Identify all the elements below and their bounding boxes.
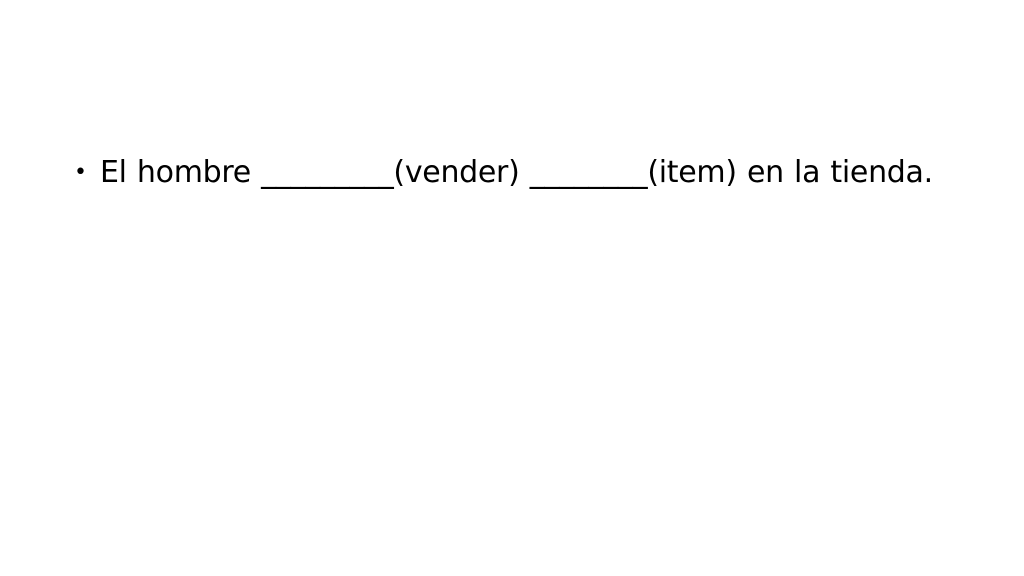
bullet-text: El hombre _________(vender) ________(ite… <box>100 155 933 190</box>
bullet-marker: • <box>74 160 87 185</box>
bullet-item: • El hombre _________(vender) ________(i… <box>74 154 944 192</box>
